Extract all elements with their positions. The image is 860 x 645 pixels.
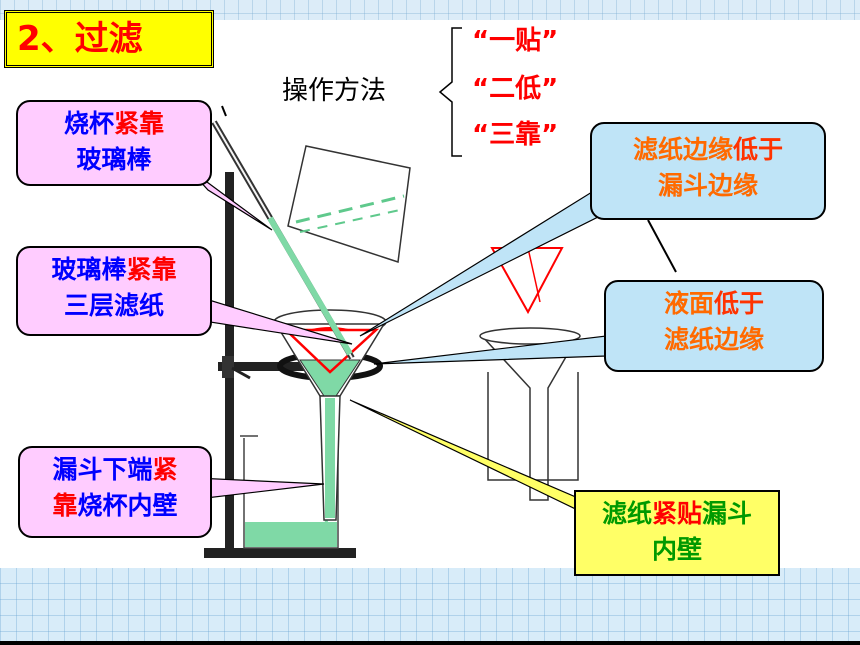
- poured-liquid-stream: [267, 216, 353, 356]
- callout-beaker-against-rod: 烧杯紧靠 玻璃棒: [16, 100, 212, 186]
- callout-line-2: 漏斗边缘: [657, 171, 758, 200]
- callout-line-2: 滤纸边缘: [663, 325, 764, 354]
- stream-into-beaker: [324, 519, 334, 546]
- callout-line-1: 滤纸边缘低于: [632, 135, 784, 164]
- callout-line-1: 烧杯紧靠: [63, 109, 165, 138]
- stand-clamp-arm: [218, 362, 353, 371]
- rule-two-low: “二低”: [472, 74, 559, 104]
- right-paper-fold: [527, 247, 541, 303]
- callout-paper-edge-lower: 滤纸边缘低于 漏斗边缘: [590, 122, 826, 220]
- callout-line-1: 液面低于: [663, 289, 765, 318]
- callout-line-2: 靠烧杯内壁: [52, 491, 178, 520]
- callout-line-2: 玻璃棒: [76, 145, 152, 174]
- callout-line-1: 玻璃棒紧靠: [51, 255, 177, 284]
- top-decor-band: [0, 0, 860, 20]
- callout-rod-against-paper: 玻璃棒紧靠 三层滤纸: [16, 246, 212, 336]
- pointer-paper-tight: [349, 399, 592, 518]
- pouring-beaker: [287, 145, 411, 263]
- bottom-decor-band: [0, 568, 860, 645]
- method-brace: [438, 27, 462, 157]
- rule-three-lean: “三靠”: [472, 120, 559, 150]
- section-title: 2、过滤: [4, 10, 214, 68]
- glass-rod-tip-mark: [221, 105, 227, 117]
- callout-funnel-tip-against-beaker: 漏斗下端紧 靠烧杯内壁: [18, 446, 212, 538]
- callout-line-2: 内壁: [651, 535, 702, 564]
- clamp-bracket: [222, 356, 234, 378]
- callout-liquid-level-lower: 液面低于 滤纸边缘: [604, 280, 824, 372]
- stem-liquid: [325, 398, 335, 518]
- filter-paper: [282, 328, 380, 374]
- callout-line-1: 漏斗下端紧: [52, 455, 178, 484]
- filtrate-liquid: [245, 522, 337, 547]
- callout-line-2: 三层滤纸: [63, 291, 164, 320]
- right-funnel: [480, 335, 580, 501]
- bottom-rule: [0, 641, 860, 645]
- clamp-screw: [231, 366, 251, 380]
- right-funnel-rim: [479, 327, 581, 345]
- rule-one-stick: “一贴”: [472, 26, 559, 56]
- callout-line-1: 滤纸紧贴漏斗: [601, 499, 753, 528]
- method-label: 操作方法: [282, 76, 387, 106]
- pointer-extra-line: [647, 219, 677, 273]
- filter-paper-fold: [311, 327, 349, 331]
- stand-base: [204, 548, 356, 558]
- callout-paper-tight-to-funnel: 滤纸紧贴漏斗 内壁: [574, 490, 780, 576]
